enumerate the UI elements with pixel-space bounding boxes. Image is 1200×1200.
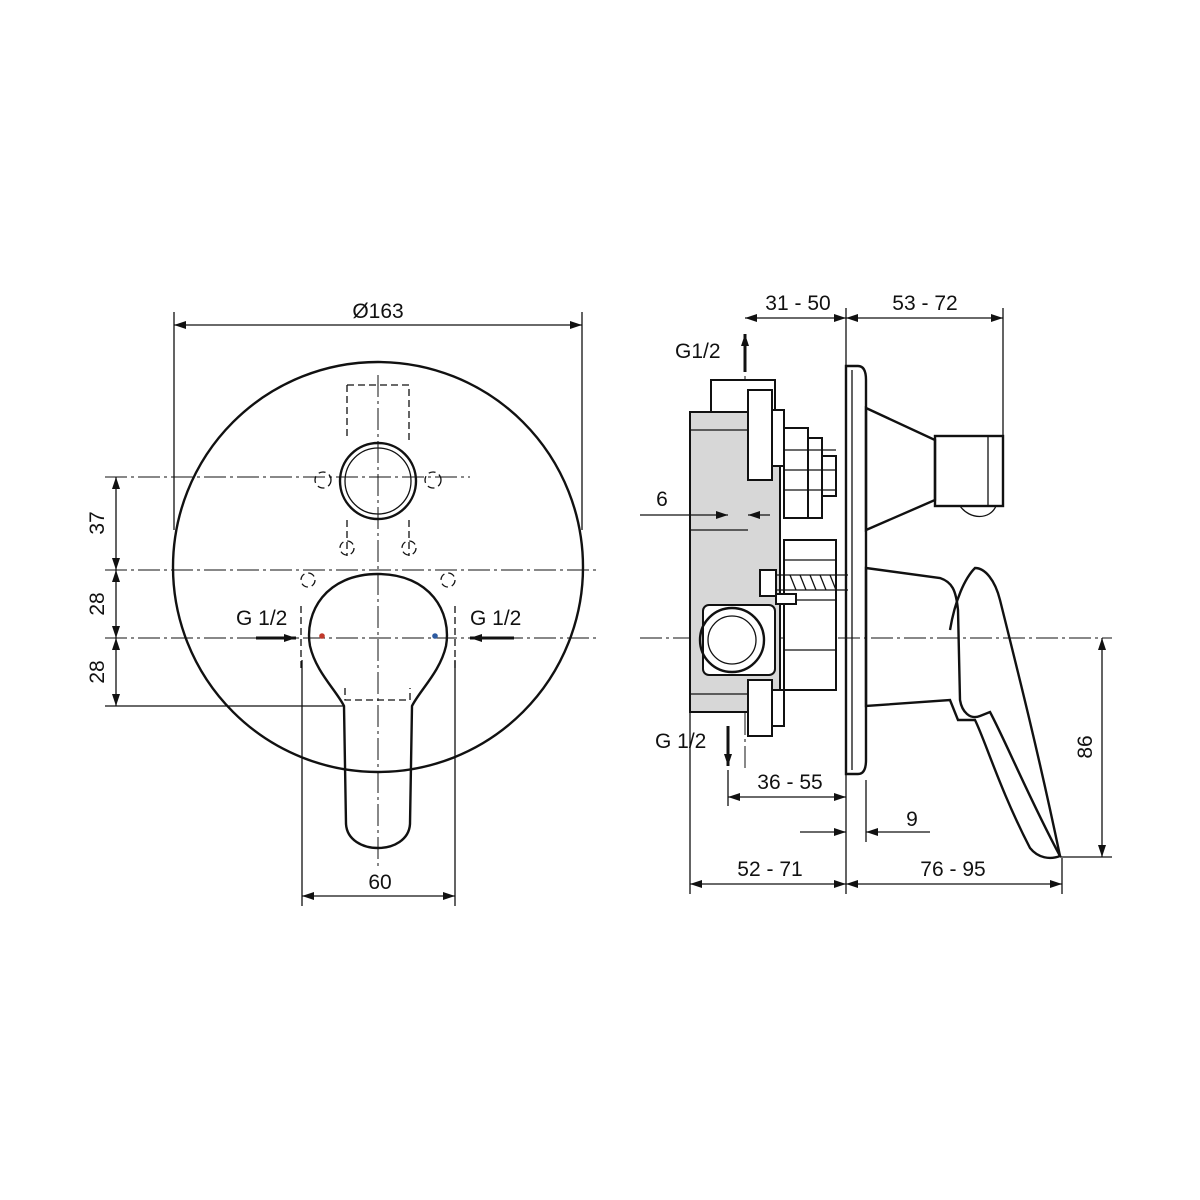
hot-marker	[319, 633, 325, 639]
side-inlet-housing	[702, 604, 776, 676]
cover-plate	[171, 360, 585, 774]
outlet-label-bottom: G 1/2	[655, 730, 706, 753]
dim-86-label: 86	[1074, 735, 1097, 758]
cartridge-mechanism	[759, 427, 848, 691]
lever-handle	[307, 572, 449, 850]
outlet-ring	[338, 441, 418, 521]
dim-60-label: 60	[368, 871, 391, 894]
side-view: G1/2 G 1/2 31 - 50 53 - 72 6 36 - 55 9 5…	[640, 292, 1112, 894]
dim-52-71-label: 52 - 71	[737, 858, 802, 881]
inlet-label-left: G 1/2	[236, 607, 287, 630]
cold-marker	[432, 633, 438, 639]
side-cover-plate	[844, 364, 868, 776]
mounting-lugs	[300, 471, 456, 588]
dim-6-label: 6	[656, 488, 668, 511]
dim-36-55-label: 36 - 55	[757, 771, 822, 794]
side-inlet-ring	[698, 606, 766, 674]
hidden-body-outline	[300, 384, 456, 701]
upper-mounting-tab	[747, 389, 773, 481]
front-view: G 1/2 G 1/2 Ø163 37 28 28 60	[86, 300, 600, 906]
dim-9-label: 9	[906, 808, 918, 831]
side-lever	[864, 566, 1062, 860]
outlet-label-top: G1/2	[675, 340, 721, 363]
shower-outlet-nozzle	[933, 434, 1005, 508]
dim-76-95-label: 76 - 95	[920, 858, 985, 881]
shower-outlet-cone	[864, 406, 937, 532]
diameter-label: Ø163	[352, 300, 403, 323]
dim-31-50-label: 31 - 50	[765, 292, 830, 315]
lower-mounting-tab	[747, 679, 773, 737]
inlet-label-right: G 1/2	[470, 607, 521, 630]
dim-28-lower-label: 28	[86, 660, 109, 683]
dim-37-label: 37	[86, 511, 109, 534]
dim-28-upper-label: 28	[86, 592, 109, 615]
dim-53-72-label: 53 - 72	[892, 292, 957, 315]
